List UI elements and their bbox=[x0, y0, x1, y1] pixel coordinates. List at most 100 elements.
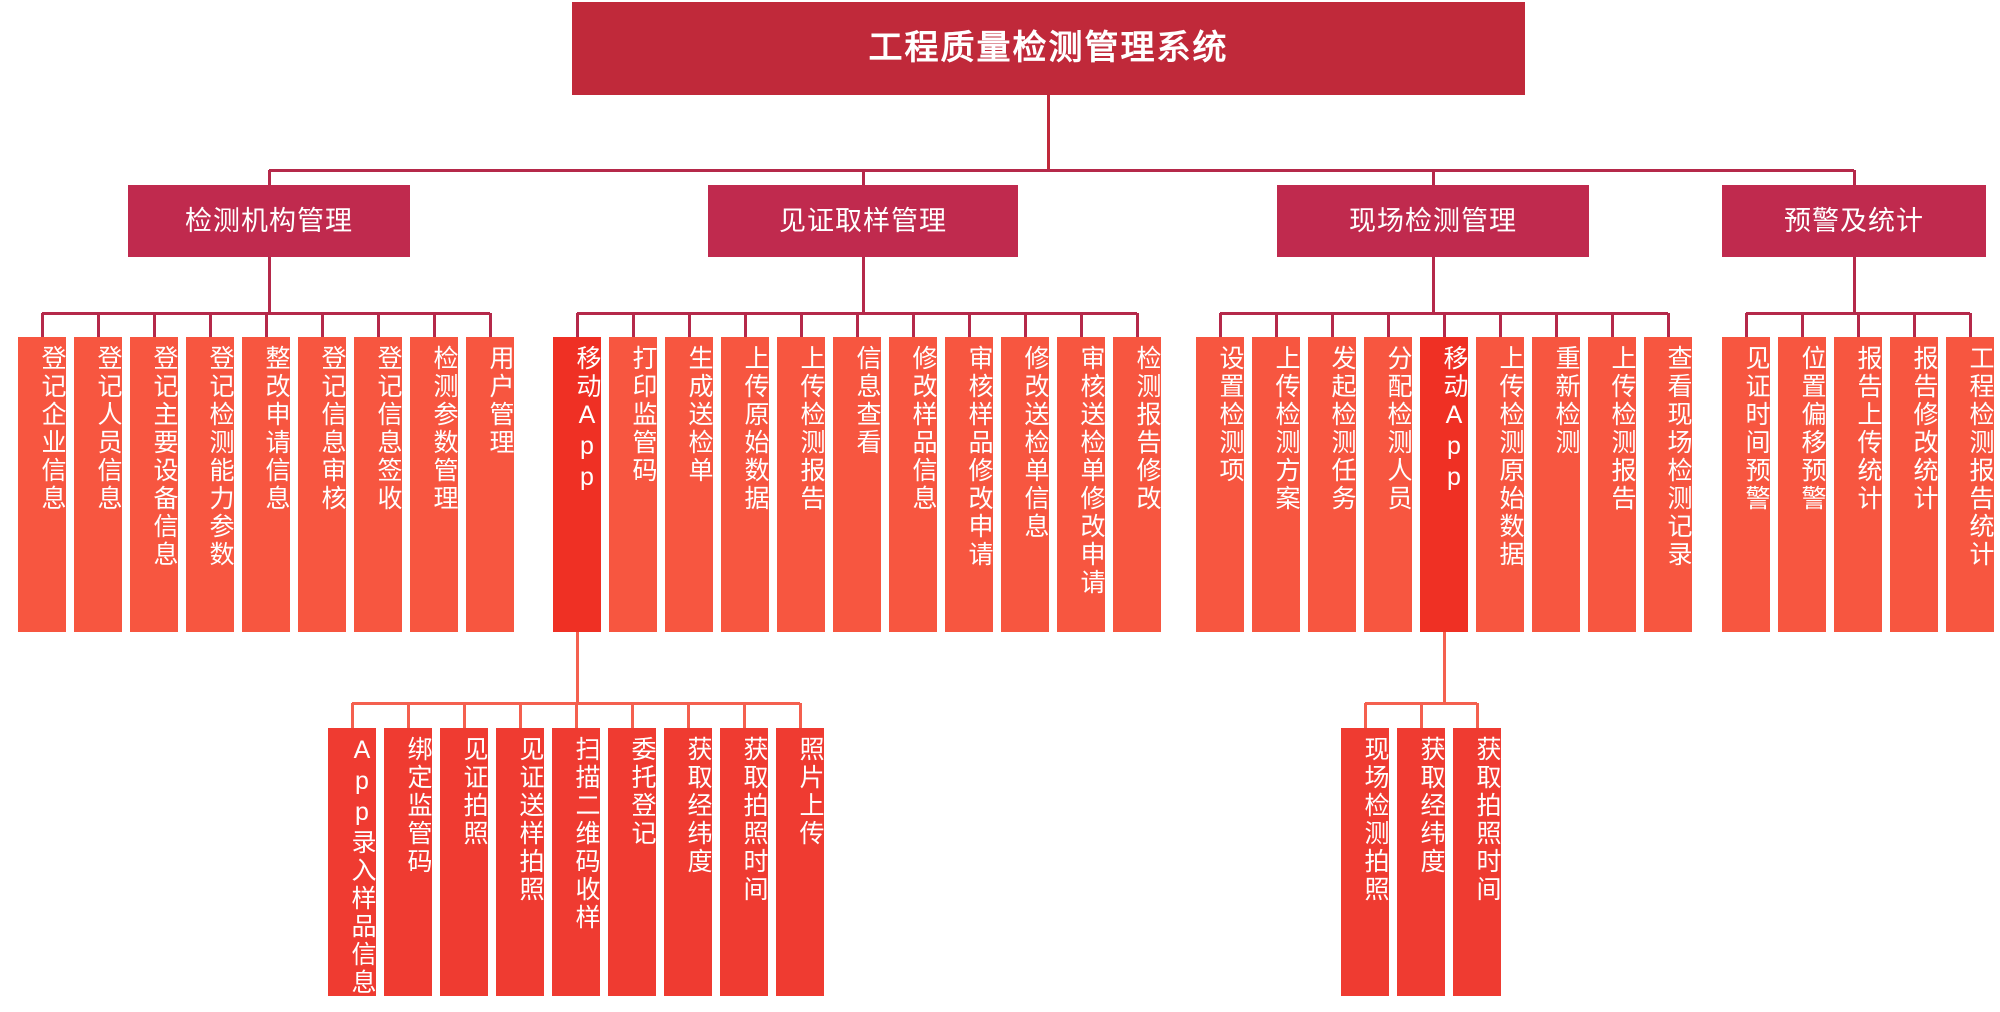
sub-leaf-node-1-0-5[interactable]: 委托登记 bbox=[608, 728, 656, 996]
leaf-stem-3-0 bbox=[1744, 313, 1748, 337]
sub-leaf-stem-1-0-5 bbox=[630, 703, 634, 728]
leaf-stem-0-2 bbox=[152, 313, 156, 337]
sub-leaf-node-1-0-3[interactable]: 见证送样拍照 bbox=[496, 728, 544, 996]
leaf-stem-2-2 bbox=[1330, 313, 1334, 337]
leaf-node-3-4[interactable]: 工程检测报告统计 bbox=[1946, 337, 1994, 632]
leaf-node-2-1[interactable]: 上传检测方案 bbox=[1252, 337, 1300, 632]
branch-stem-2 bbox=[1431, 170, 1435, 185]
sub-leaf-stem-1-0-4 bbox=[574, 703, 578, 728]
branch-node-2[interactable]: 现场检测管理 bbox=[1277, 185, 1589, 257]
leaf-node-0-6[interactable]: 登记信息签收 bbox=[354, 337, 402, 632]
leaf-node-2-0[interactable]: 设置检测项 bbox=[1196, 337, 1244, 632]
leaf-node-2-3[interactable]: 分配检测人员 bbox=[1364, 337, 1412, 632]
leaf-node-0-3[interactable]: 登记检测能力参数 bbox=[186, 337, 234, 632]
leaf-node-3-2[interactable]: 报告上传统计 bbox=[1834, 337, 1882, 632]
sub-leaf-node-1-0-4[interactable]: 扫描二维码收样 bbox=[552, 728, 600, 996]
leaf-stem-2-0 bbox=[1218, 313, 1222, 337]
branch-stem-1 bbox=[861, 170, 865, 185]
leaf-node-2-8[interactable]: 查看现场检测记录 bbox=[1644, 337, 1692, 632]
leaf-stem-1-6 bbox=[911, 313, 915, 337]
leaf-node-1-0[interactable]: 移动App bbox=[553, 337, 601, 632]
branch-node-3[interactable]: 预警及统计 bbox=[1722, 185, 1986, 257]
leaf-stem-0-7 bbox=[432, 313, 436, 337]
sub-leaf-bus-1-0 bbox=[352, 701, 800, 705]
sub-leaf-node-1-0-8[interactable]: 照片上传 bbox=[776, 728, 824, 996]
leaf-node-1-10[interactable]: 检测报告修改 bbox=[1113, 337, 1161, 632]
leaf-node-1-8[interactable]: 修改送检单信息 bbox=[1001, 337, 1049, 632]
leaf-node-0-7[interactable]: 检测参数管理 bbox=[410, 337, 458, 632]
sub-leaf-node-2-4-2[interactable]: 获取拍照时间 bbox=[1453, 728, 1501, 996]
leaf-node-2-5[interactable]: 上传检测原始数据 bbox=[1476, 337, 1524, 632]
branch-node-0[interactable]: 检测机构管理 bbox=[128, 185, 410, 257]
leaf-node-0-2[interactable]: 登记主要设备信息 bbox=[130, 337, 178, 632]
sub-leaf-stem-1-0-6 bbox=[686, 703, 690, 728]
sub-leaf-stem-1-0-8 bbox=[798, 703, 802, 728]
leaf-stem-3-3 bbox=[1912, 313, 1916, 337]
leaf-stem-1-0 bbox=[575, 313, 579, 337]
sub-leaf-node-2-4-1[interactable]: 获取经纬度 bbox=[1397, 728, 1445, 996]
leaf-node-2-4[interactable]: 移动App bbox=[1420, 337, 1468, 632]
leaf-node-2-7[interactable]: 上传检测报告 bbox=[1588, 337, 1636, 632]
leaf-stem-2-3 bbox=[1386, 313, 1390, 337]
sub-leaf-stem-2-4-2 bbox=[1475, 703, 1479, 728]
leaf-stem-2-8 bbox=[1666, 313, 1670, 337]
leaf-node-1-4[interactable]: 上传检测报告 bbox=[777, 337, 825, 632]
leaf-stem-3-2 bbox=[1856, 313, 1860, 337]
sub-leaf-stem-1-0-0 bbox=[350, 703, 354, 728]
leaf-stem-1-9 bbox=[1079, 313, 1083, 337]
leaf-stem-2-1 bbox=[1274, 313, 1278, 337]
branch-node-1[interactable]: 见证取样管理 bbox=[708, 185, 1018, 257]
leaf-node-0-8[interactable]: 用户管理 bbox=[466, 337, 514, 632]
leaf-node-0-1[interactable]: 登记人员信息 bbox=[74, 337, 122, 632]
branch-to-leafbus-0 bbox=[267, 257, 271, 313]
sub-leaf-stem-2-4-1 bbox=[1419, 703, 1423, 728]
sub-branch-stem-2-4 bbox=[1442, 632, 1446, 703]
leaf-node-1-1[interactable]: 打印监管码 bbox=[609, 337, 657, 632]
leaf-node-0-4[interactable]: 整改申请信息 bbox=[242, 337, 290, 632]
leaf-stem-2-7 bbox=[1610, 313, 1614, 337]
leaf-node-1-3[interactable]: 上传原始数据 bbox=[721, 337, 769, 632]
sub-leaf-node-1-0-7[interactable]: 获取拍照时间 bbox=[720, 728, 768, 996]
leaf-stem-0-0 bbox=[40, 313, 44, 337]
leaf-node-2-6[interactable]: 重新检测 bbox=[1532, 337, 1580, 632]
leaf-stem-0-6 bbox=[376, 313, 380, 337]
leaf-node-2-2[interactable]: 发起检测任务 bbox=[1308, 337, 1356, 632]
leaf-stem-1-10 bbox=[1135, 313, 1139, 337]
sub-leaf-node-1-0-2[interactable]: 见证拍照 bbox=[440, 728, 488, 996]
leaf-bus-3 bbox=[1746, 311, 1970, 315]
leaf-bus-2 bbox=[1220, 311, 1668, 315]
sub-leaf-stem-1-0-2 bbox=[462, 703, 466, 728]
sub-branch-stem-1-0 bbox=[575, 632, 579, 703]
page-title: 工程质量检测管理系统 bbox=[572, 2, 1525, 95]
leaf-stem-1-4 bbox=[799, 313, 803, 337]
leaf-node-1-2[interactable]: 生成送检单 bbox=[665, 337, 713, 632]
leaf-node-3-0[interactable]: 见证时间预警 bbox=[1722, 337, 1770, 632]
leaf-node-3-3[interactable]: 报告修改统计 bbox=[1890, 337, 1938, 632]
leaf-node-1-6[interactable]: 修改样品信息 bbox=[889, 337, 937, 632]
leaf-node-0-5[interactable]: 登记信息审核 bbox=[298, 337, 346, 632]
leaf-stem-1-7 bbox=[967, 313, 971, 337]
sub-leaf-node-2-4-0[interactable]: 现场检测拍照 bbox=[1341, 728, 1389, 996]
leaf-node-1-5[interactable]: 信息查看 bbox=[833, 337, 881, 632]
leaf-stem-0-1 bbox=[96, 313, 100, 337]
leaf-node-1-9[interactable]: 审核送检单修改申请 bbox=[1057, 337, 1105, 632]
branch-to-leafbus-1 bbox=[861, 257, 865, 313]
leaf-stem-1-2 bbox=[687, 313, 691, 337]
leaf-stem-0-3 bbox=[208, 313, 212, 337]
sub-leaf-node-1-0-6[interactable]: 获取经纬度 bbox=[664, 728, 712, 996]
sub-leaf-stem-2-4-0 bbox=[1363, 703, 1367, 728]
sub-leaf-node-1-0-1[interactable]: 绑定监管码 bbox=[384, 728, 432, 996]
leaf-node-0-0[interactable]: 登记企业信息 bbox=[18, 337, 66, 632]
leaf-stem-1-1 bbox=[631, 313, 635, 337]
leaf-node-1-7[interactable]: 审核样品修改申请 bbox=[945, 337, 993, 632]
leaf-stem-2-6 bbox=[1554, 313, 1558, 337]
leaf-stem-1-8 bbox=[1023, 313, 1027, 337]
leaf-stem-1-5 bbox=[855, 313, 859, 337]
top-bus bbox=[269, 168, 1854, 172]
leaf-stem-2-5 bbox=[1498, 313, 1502, 337]
leaf-bus-0 bbox=[42, 311, 490, 315]
leaf-node-3-1[interactable]: 位置偏移预警 bbox=[1778, 337, 1826, 632]
sub-leaf-node-1-0-0[interactable]: App录入样品信息 bbox=[328, 728, 376, 997]
branch-stem-0 bbox=[267, 170, 271, 185]
